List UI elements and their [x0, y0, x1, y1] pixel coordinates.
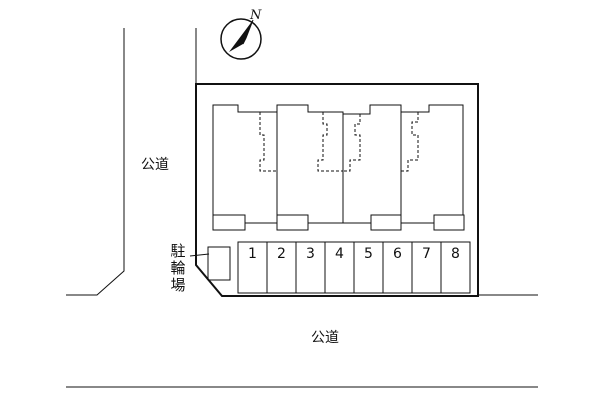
parking-slot-number: 8 [451, 246, 460, 262]
north-label: N [249, 8, 262, 23]
bicycle-parking-area [207, 246, 231, 281]
parking-slot-number: 5 [364, 246, 373, 262]
parking-slot-number: 3 [306, 246, 315, 262]
parking-slots [237, 241, 471, 294]
unit-3-entry [370, 214, 402, 231]
parking-slot-number: 4 [335, 246, 344, 262]
bicycle-label-leader [189, 253, 210, 257]
parking-slot-number: 7 [422, 246, 431, 262]
bicycle-parking-label: 駐 輪 場 [170, 243, 186, 294]
north-arrow-icon: N [220, 8, 262, 60]
bicycle-label-char: 場 [170, 276, 186, 294]
building [212, 104, 465, 231]
west-road-label: 公道 [141, 157, 169, 173]
south-road-label: 公道 [311, 330, 339, 346]
parking-slot-8 [440, 241, 471, 294]
unit-2-entry [276, 214, 309, 231]
unit-1-entry [212, 214, 246, 231]
bicycle-label-char: 駐 [170, 242, 186, 260]
bicycle-label-char: 輪 [170, 259, 186, 277]
balcony-outlines [259, 112, 419, 172]
parking-slot-number: 6 [393, 246, 402, 262]
parking-slot-number: 1 [248, 246, 257, 262]
west-road-edge [66, 28, 125, 296]
parking-slot-number: 2 [277, 246, 286, 262]
unit-4-entry [433, 214, 465, 231]
property-lot [195, 83, 479, 297]
